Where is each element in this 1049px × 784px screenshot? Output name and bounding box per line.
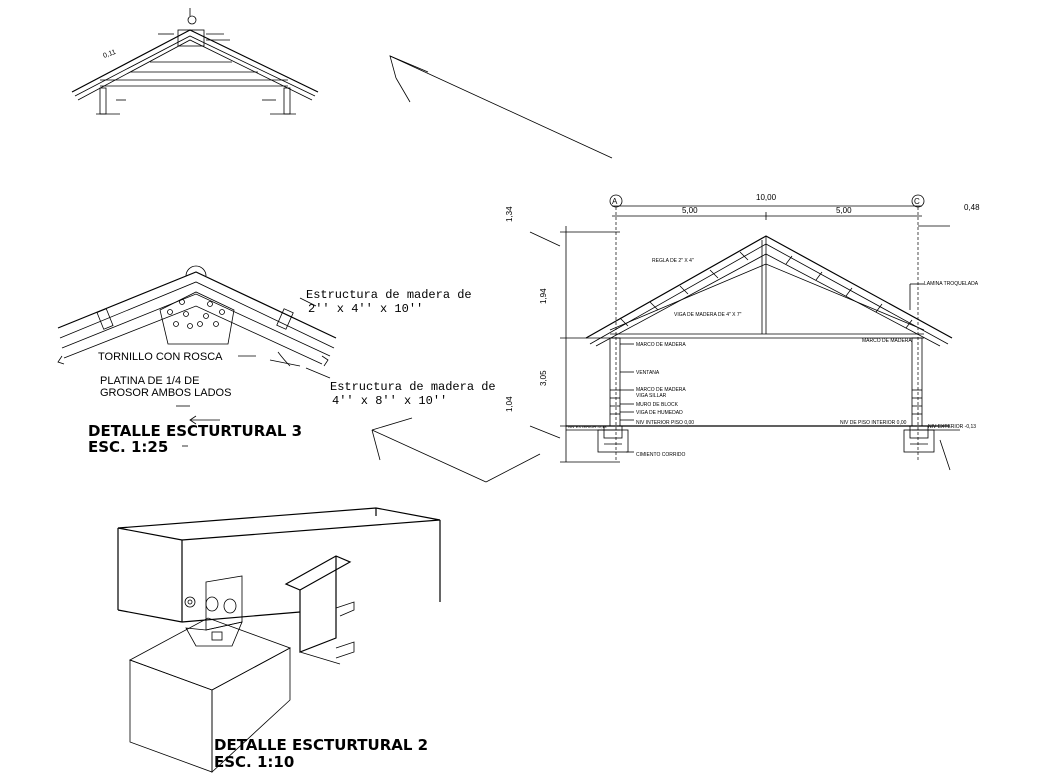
label-exterior-left: NIV EXTERIOR -0,13 [568,424,607,429]
label-plate-1: PLATINA DE 1/4 DE [100,375,199,387]
detail-2-title: DETALLE ESCTURTURAL 2 [214,736,428,754]
reference-arrow-top [389,55,613,159]
label-window: VENTANA [636,370,660,376]
detail-3-drawing [57,265,337,447]
small-roof-detail: 0,11 [71,8,319,115]
label-ridge-board: REGLA DE 2" X 4" [652,258,694,264]
label-wood-bottom-2: 4'' x 8'' x 10'' [332,394,447,408]
wall-block-hatch [610,389,922,415]
label-floor-interior-2: NIV DE PISO INTERIOR 0,00 [840,420,907,426]
label-block: MURO DE BLOCK [636,402,679,408]
label-tile: LAMINA TROQUELADA [924,281,979,287]
dim-overhang: 0,48 [964,203,980,212]
detail-3-title: DETALLE ESCTURTURAL 3 [88,422,302,440]
label-exterior-right: NIV EXTERIOR -0,13 [928,424,976,430]
reference-arrow-middle [371,417,541,483]
axis-a-label: A [612,197,618,206]
label-sill: VIGA SILLAR [636,393,667,399]
label-foundation: CIMIENTO CORRIDO [636,452,685,458]
label-frame-right: MARCO DE MADERA [862,338,912,344]
label-wood-top-1: Estructura de madera de [306,288,472,302]
label-wood-top-2: 2'' x 4'' x 10'' [308,302,423,316]
label-plate-2: GROSOR AMBOS LADOS [100,387,231,399]
dim-right: 5,00 [836,206,852,215]
label-floor-interior: NIV INTERIOR PISO 0,00 [636,420,694,426]
label-humidity: VIGA DE HUMEDAD [636,410,683,416]
small-roof-slope-dim: 0,11 [102,49,117,60]
axis-c-label: C [914,197,920,206]
detail-2-drawing [117,507,441,773]
label-beam: VIGA DE MADERA DE 4" X 7" [674,312,742,318]
label-wood-bottom-1: Estructura de madera de [330,380,496,394]
dim-total: 10,00 [756,193,777,202]
dim-v1: 1,34 [505,206,514,222]
dim-v2: 1,94 [539,288,548,304]
dim-v3: 3,05 [539,370,548,386]
bolt-holes [167,299,225,329]
detail-3-scale: ESC. 1:25 [88,438,168,456]
detail-2-scale: ESC. 1:10 [214,753,294,771]
building-section [529,194,960,471]
label-bolt: TORNILLO CON ROSCA [98,351,223,363]
label-frame-2: MARCO DE MADERA [636,387,686,393]
dim-v4: 1,04 [505,396,514,412]
dim-left: 5,00 [682,206,698,215]
roof-purlins [619,251,913,329]
label-frame-left: MARCO DE MADERA [636,342,686,348]
